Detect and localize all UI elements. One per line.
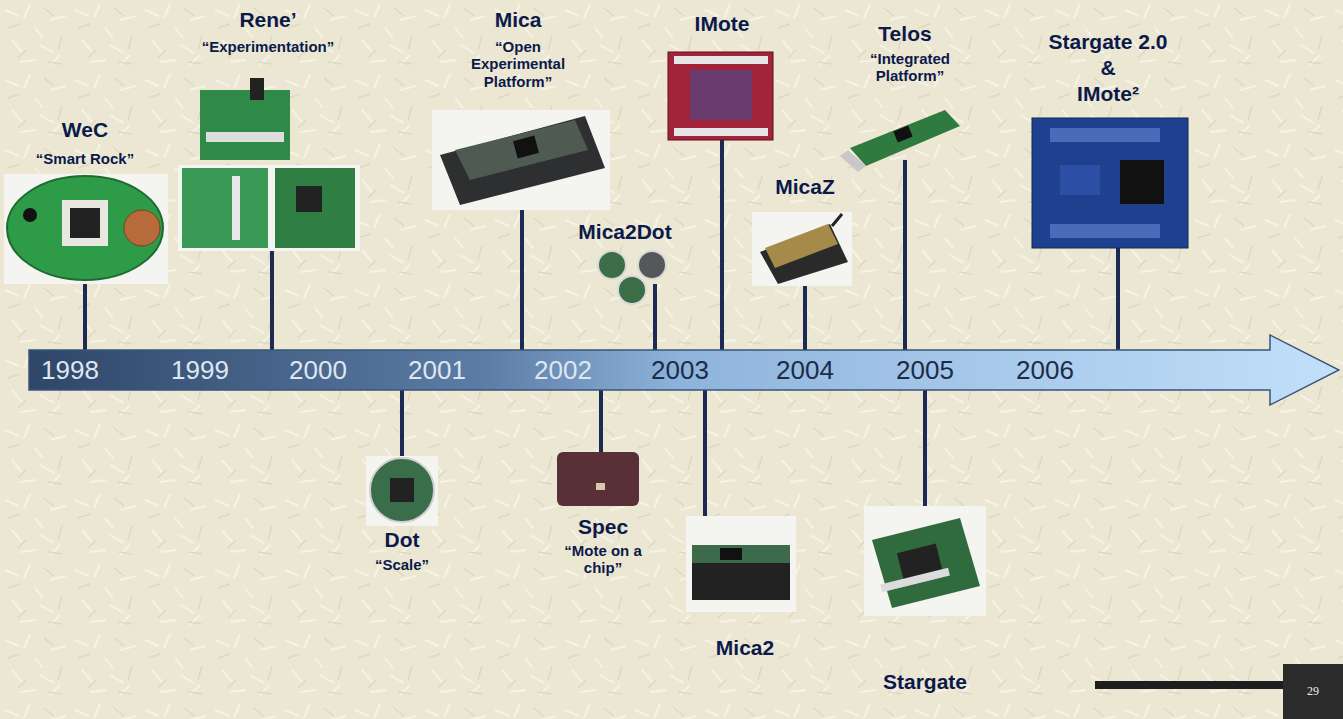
year-label: 2000 [289,355,347,386]
year-label: 1998 [41,355,99,386]
product-tagline: “Smart Rock” [36,150,134,167]
year-label: 2001 [408,355,466,386]
product-tagline: “Integrated Platform” [870,50,950,85]
product-name: Spec [578,515,628,539]
year-label: 2004 [776,355,834,386]
product-name: WeC [62,118,108,142]
product-name: Stargate 2.0 [1048,30,1167,54]
product-name: IMote² [1077,82,1139,106]
product-name: Dot [385,528,420,552]
year-label: 2002 [534,355,592,386]
year-label: 2006 [1016,355,1074,386]
timeline-arrow: 1998 1999 2000 2001 2002 2003 2004 2005 2006 [28,334,1340,406]
product-name: Telos [878,22,931,46]
product-tagline: “Scale” [375,556,429,573]
product-name: Mica2Dot [578,220,671,244]
year-label: 2003 [651,355,709,386]
product-tagline: “Open Experimental Platform” [471,38,565,90]
product-tagline: “Experimentation” [202,38,335,55]
page-number: 29 [1283,664,1343,719]
product-name: Mica2 [716,636,774,660]
product-name: Rene’ [239,8,296,32]
product-name: & [1100,56,1115,80]
product-name: Stargate [883,670,967,694]
product-name: Mica [495,8,542,32]
product-tagline: “Mote on a chip” [547,542,659,577]
product-name: MicaZ [775,175,835,199]
page-number-box: 29 [1283,664,1343,719]
product-name: IMote [695,12,750,36]
year-label: 2005 [896,355,954,386]
year-label: 1999 [171,355,229,386]
